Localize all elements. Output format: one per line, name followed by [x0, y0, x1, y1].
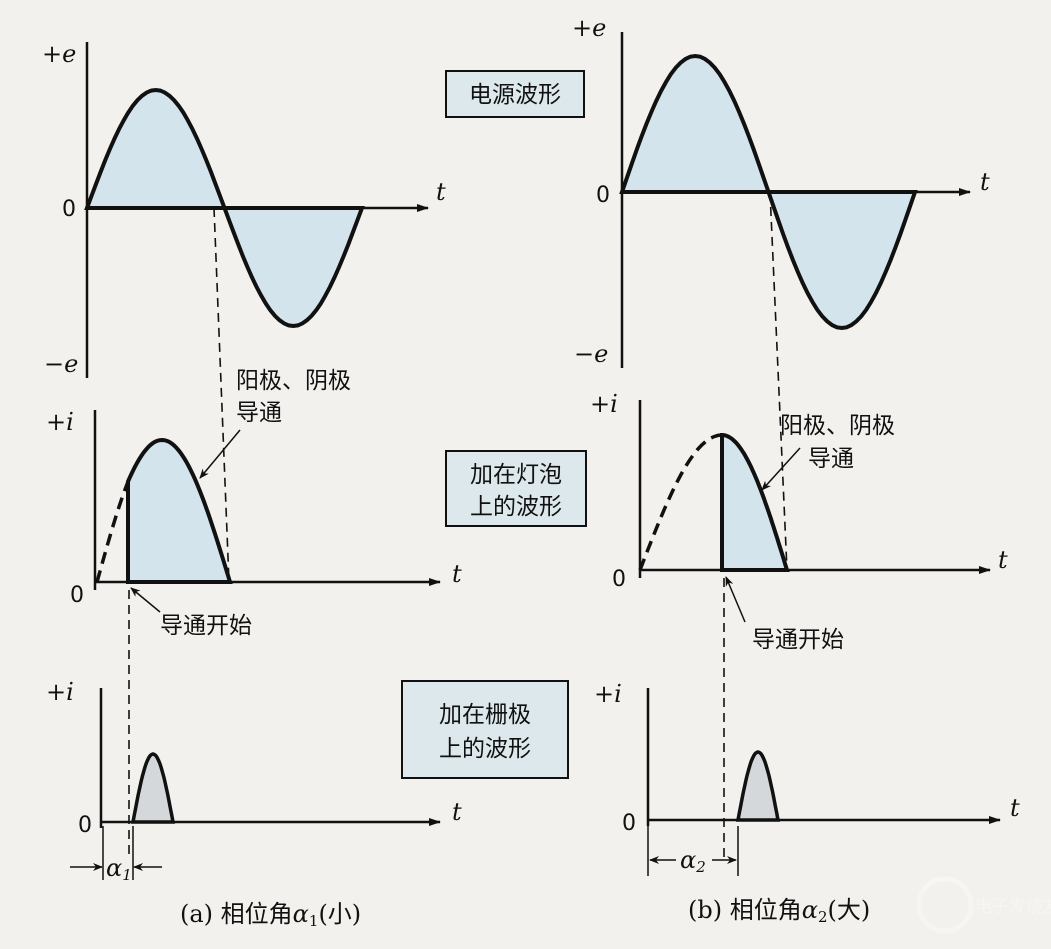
minus-e-label: −e: [44, 350, 78, 378]
grid-trigger-pulse-b: [735, 750, 781, 822]
lamp-current-wave-b: [720, 433, 790, 572]
grid-box-line2: 上的波形: [439, 736, 531, 762]
conduct-label-line2: 导通: [236, 400, 282, 426]
source-waveform-label: 电源波形: [469, 82, 561, 108]
plus-i-label: +i: [46, 408, 74, 436]
t-label: t: [998, 546, 1008, 574]
t-label: t: [980, 168, 990, 196]
lamp-box-line2: 上的波形: [470, 494, 562, 520]
center-boxes: 电源波形 加在灯泡 上的波形 加在栅极 上的波形: [401, 70, 587, 779]
conduct-label-line2: 导通: [808, 446, 854, 472]
annotation-arrow: [130, 587, 161, 613]
minus-e-label: −e: [574, 340, 608, 368]
conduct-start-label: 导通开始: [752, 627, 844, 653]
lamp-box-line1: 加在灯泡: [470, 462, 562, 488]
conduct-start-label: 导通开始: [160, 613, 252, 639]
zero-label: 0: [78, 813, 92, 838]
guide-dashed-line: [213, 207, 230, 583]
lamp-waveform-box: [445, 450, 587, 527]
plus-e-label: +e: [42, 40, 76, 68]
guide-dashed-line: [769, 191, 788, 571]
plus-e-label: +e: [572, 14, 606, 42]
panel-b: +e 0 −e t +i 0 t 阳极、阴极 导通 导通开始 +i 0 t α2…: [572, 14, 1020, 926]
caption-b: (b) 相位角α2(大): [688, 896, 870, 926]
annotation-arrow: [199, 429, 241, 479]
t-label: t: [436, 178, 446, 206]
zero-label: 0: [596, 183, 610, 208]
t-label: t: [1010, 794, 1020, 822]
alpha1-label: α1: [106, 854, 132, 884]
annotation-arrow: [725, 576, 746, 623]
source-waveform-box: [445, 70, 585, 118]
lamp-current-wave-a: [126, 437, 233, 584]
conduct-label-line1: 阳极、阴极: [236, 368, 351, 394]
conduct-label-line1: 阳极、阴极: [780, 413, 895, 439]
zero-label: 0: [62, 197, 76, 222]
watermark-logo: 电子发烧友: [916, 876, 1051, 934]
caption-a: (a) 相位角α1(小): [180, 900, 361, 930]
zero-label: 0: [70, 583, 84, 608]
svg-text:电子发烧友: 电子发烧友: [975, 897, 1051, 917]
plus-i-label: +i: [46, 678, 74, 706]
plus-i-label: +i: [590, 390, 618, 418]
panel-a: +e 0 −e t +i 0 t 阳极、阴极 导通 导通开始 +i 0 t α1…: [42, 40, 462, 930]
zero-label: 0: [612, 567, 626, 592]
uncut-portion-dashed: [638, 433, 723, 571]
t-label: t: [452, 798, 462, 826]
t-label: t: [452, 560, 462, 588]
alpha2-label: α2: [680, 846, 706, 876]
plus-i-label: +i: [594, 680, 622, 708]
grid-box-line1: 加在栅极: [439, 702, 531, 728]
grid-trigger-pulse-a: [130, 752, 176, 824]
grid-waveform-box: [401, 680, 569, 779]
annotation-arrow: [761, 447, 801, 491]
uncut-portion-dashed: [95, 480, 130, 583]
zero-label: 0: [622, 811, 636, 836]
